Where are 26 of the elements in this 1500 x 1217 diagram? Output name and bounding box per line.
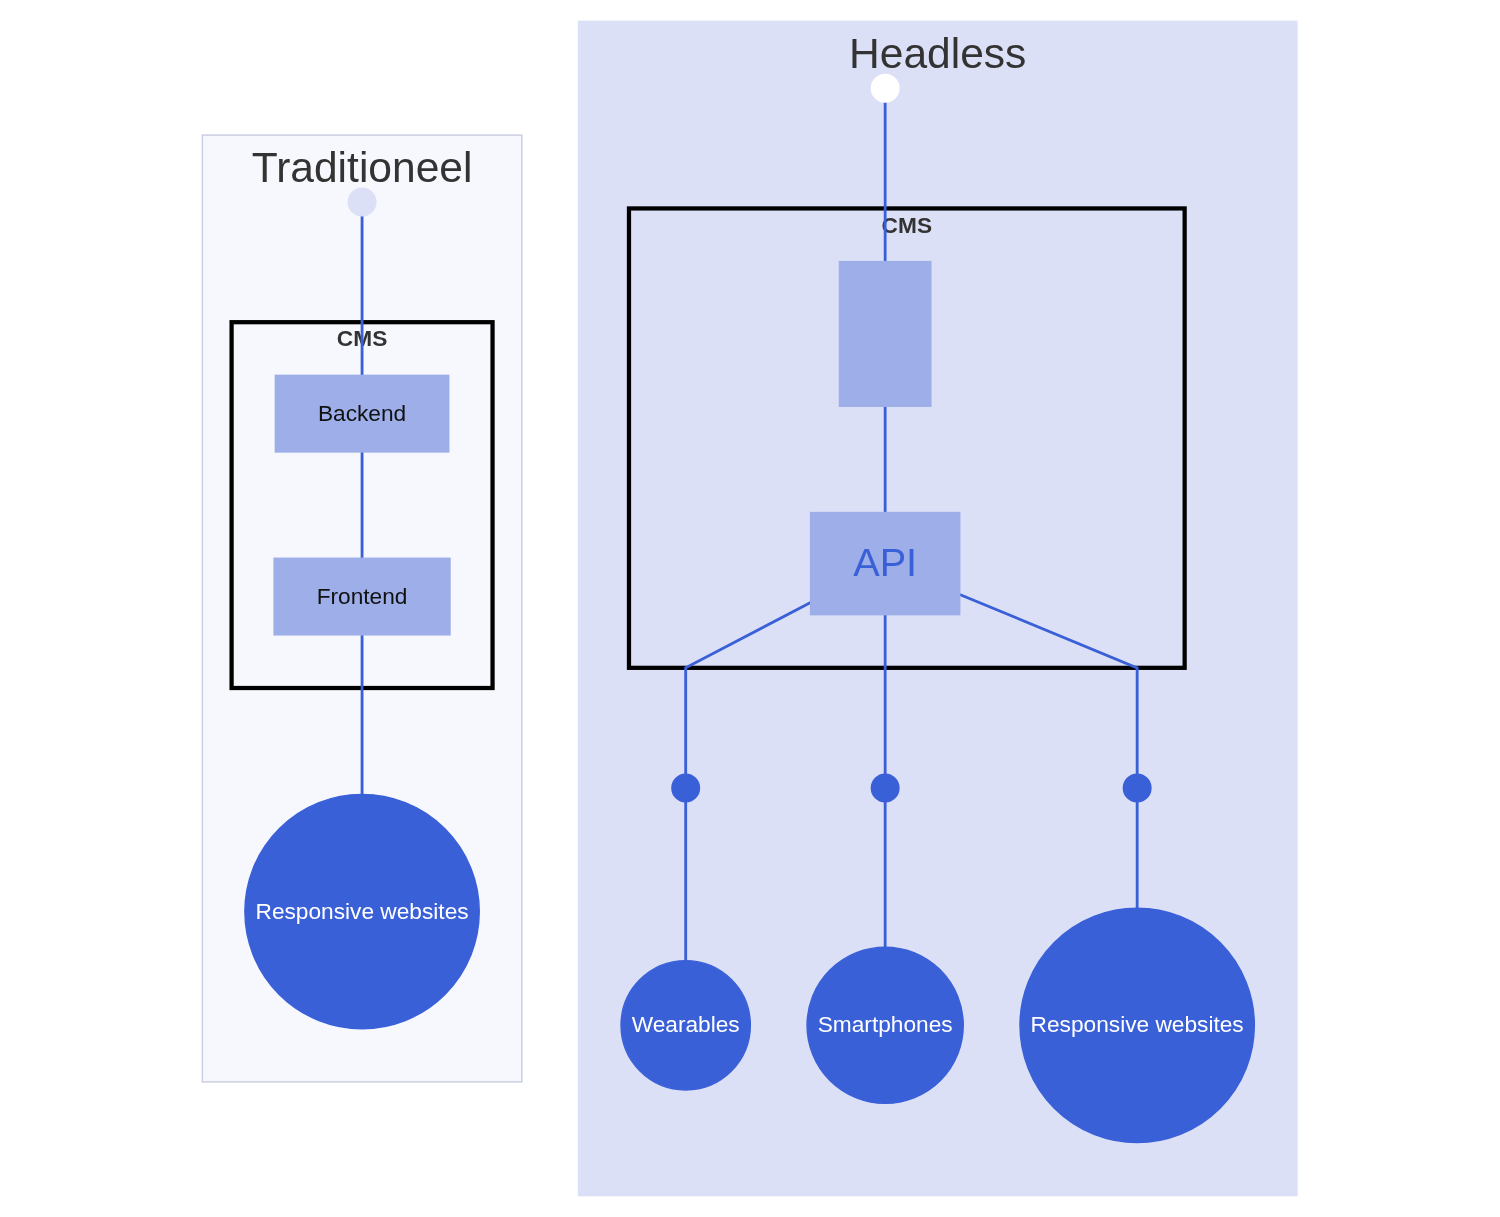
connector — [884, 102, 887, 262]
connector — [1136, 801, 1139, 909]
connector — [684, 801, 688, 961]
node-person — [347, 187, 377, 217]
connector — [361, 451, 364, 559]
connector — [361, 634, 364, 795]
node-box — [275, 374, 450, 453]
node-circle — [244, 793, 481, 1030]
node-circle — [806, 946, 965, 1105]
connector — [884, 801, 887, 948]
node-circle — [871, 773, 901, 803]
node-box — [273, 557, 452, 636]
node-circle — [1019, 907, 1256, 1144]
cluster — [578, 20, 1298, 1197]
connector — [884, 406, 887, 513]
cluster — [229, 320, 496, 691]
node-circle — [1123, 773, 1153, 803]
cluster — [202, 134, 523, 1083]
node-circle — [671, 773, 701, 803]
node-box — [839, 260, 932, 407]
connector — [884, 614, 887, 775]
connector — [361, 215, 364, 376]
node-box — [810, 511, 961, 616]
node-circle — [620, 959, 752, 1091]
node-person — [871, 73, 901, 103]
cluster — [627, 206, 1188, 670]
